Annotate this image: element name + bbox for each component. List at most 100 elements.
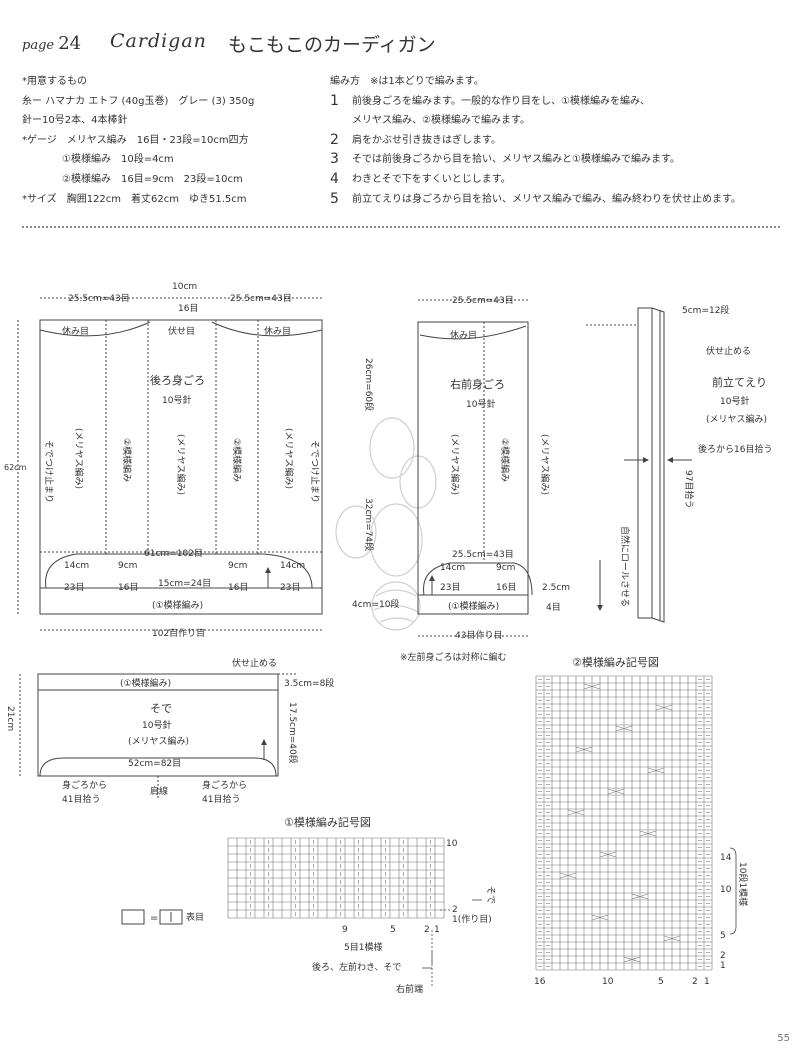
svg-text:9cm: 9cm — [118, 561, 137, 571]
svg-text:16目: 16目 — [178, 303, 198, 314]
svg-text:(メリヤス編み): (メリヤス編み) — [449, 434, 461, 495]
chart2-labels: 14 10 5 2 1 16 10 5 2 1 10段1模様 — [534, 853, 749, 987]
svg-text:16目: 16目 — [118, 582, 138, 593]
svg-text:62cm: 62cm — [4, 463, 27, 472]
svg-text:(①模様編み): (①模様編み) — [448, 600, 499, 612]
sleeve-labels: 伏せ止める (①模様編み) 3.5cm=8段 そで 10号針 (メリヤス編み) … — [5, 657, 334, 805]
cable-cross-symbol — [663, 935, 681, 942]
page-prefix: page — [22, 38, 55, 53]
svg-text:3.5cm=8段: 3.5cm=8段 — [284, 677, 334, 689]
back-body-labels: 25.5cm=43目 10cm 16目 25.5cm=43目 休み目 伏せ目 休… — [4, 282, 305, 639]
svg-text:16目: 16目 — [496, 582, 516, 593]
cable-cross-symbol — [655, 704, 673, 711]
svg-text:25.5cm=43目: 25.5cm=43目 — [452, 549, 514, 560]
svg-text:1: 1 — [434, 925, 440, 935]
svg-text:伏せ止める: 伏せ止める — [706, 345, 751, 357]
svg-text:休み目: 休み目 — [450, 329, 477, 341]
front-body-labels: 25.5cm=43目 休み目 右前身ごろ 10号針 25.5cm=43目 14c… — [352, 295, 570, 663]
svg-text:②模様編み記号図: ②模様編み記号図 — [572, 655, 659, 669]
cable-cross-symbol — [599, 851, 617, 858]
svg-text:14: 14 — [720, 853, 732, 863]
title-english: Cardigan — [110, 30, 207, 52]
chart1-grid — [227, 837, 445, 919]
svg-text:=: = — [150, 913, 158, 924]
svg-text:そでつけ止まり: そでつけ止まり — [43, 440, 55, 503]
svg-text:5cm=12段: 5cm=12段 — [682, 304, 729, 316]
svg-text:43目作り目: 43目作り目 — [455, 629, 502, 641]
svg-text:(①模様編み): (①模様編み) — [152, 599, 203, 611]
cable-cross-symbol — [575, 746, 593, 753]
svg-text:2: 2 — [452, 905, 458, 915]
svg-text:32cm=74段: 32cm=74段 — [363, 498, 375, 551]
materials-line: *ゲージ メリヤス編み 16目・23段=10cm四方 — [22, 134, 249, 146]
svg-text:4目: 4目 — [546, 602, 561, 613]
svg-text:②模様編み: ②模様編み — [121, 438, 133, 482]
svg-text:23目: 23目 — [280, 582, 300, 593]
svg-text:(メリヤス編み): (メリヤス編み) — [128, 735, 189, 747]
svg-text:9: 9 — [342, 925, 348, 935]
svg-text:9cm: 9cm — [496, 563, 515, 573]
svg-text:41目拾う: 41目拾う — [202, 793, 240, 805]
svg-text:そで: そで — [485, 886, 496, 904]
cactus-yarn-illustration — [335, 417, 437, 631]
svg-text:25.5cm=43目: 25.5cm=43目 — [68, 293, 130, 304]
svg-text:身ごろから: 身ごろから — [202, 779, 247, 791]
svg-text:2.5cm: 2.5cm — [542, 583, 570, 593]
svg-text:(メリヤス編み): (メリヤス編み) — [539, 434, 551, 495]
chart1-labels: 10 2 1(作り目) そで 9 5 2 1 5目1模様 後ろ、左前わき、そで … — [186, 839, 496, 995]
title-japanese: もこもこのカーディガン — [228, 34, 436, 56]
sleeve-diagram — [19, 673, 296, 800]
svg-text:伏せ目: 伏せ目 — [168, 325, 195, 337]
method-heading: 編み方 ※は1本どりで編みます。 — [330, 76, 484, 87]
svg-text:①模様編み記号図: ①模様編み記号図 — [284, 815, 371, 829]
svg-text:1(作り目): 1(作り目) — [452, 913, 492, 925]
svg-text:14cm: 14cm — [280, 561, 305, 571]
cable-cross-symbol — [631, 893, 649, 900]
svg-text:②模様編み: ②模様編み — [499, 438, 511, 482]
svg-text:14cm: 14cm — [440, 563, 465, 573]
svg-text:休み目: 休み目 — [264, 325, 291, 337]
svg-text:後ろから16目拾う: 後ろから16目拾う — [698, 443, 772, 455]
cable-cross-symbol — [639, 830, 657, 837]
svg-text:14cm: 14cm — [64, 561, 89, 571]
svg-text:97目拾う: 97目拾う — [683, 470, 695, 508]
svg-text:61cm=102目: 61cm=102目 — [144, 548, 203, 559]
svg-text:5目1模様: 5目1模様 — [344, 941, 382, 953]
svg-text:(メリヤス編み): (メリヤス編み) — [706, 413, 767, 425]
svg-text:25.5cm=43目: 25.5cm=43目 — [452, 295, 514, 306]
back-column-labels: (メリヤス編み) ②模様編み (メリヤス編み) ②模様編み (メリヤス編み) そ… — [43, 428, 321, 503]
svg-text:4cm=10段: 4cm=10段 — [352, 598, 399, 610]
svg-text:5: 5 — [658, 977, 664, 987]
materials-block: *用意するもの 糸ー ハマナカ エトフ (40g玉巻) グレー (3) 350g… — [22, 72, 322, 209]
svg-text:※左前身ごろは対称に編む: ※左前身ごろは対称に編む — [400, 651, 507, 663]
svg-text:前立てえり: 前立てえり — [712, 375, 767, 389]
cable-cross-symbol — [607, 788, 625, 795]
cable-cross-symbol — [623, 956, 641, 963]
svg-text:身ごろから: 身ごろから — [62, 779, 107, 791]
chart2-repeat-bracket — [729, 847, 737, 935]
cable-cross-symbol — [583, 683, 601, 690]
svg-text:102目作り目: 102目作り目 — [152, 627, 205, 639]
svg-text:1: 1 — [704, 977, 710, 987]
chart2-grid — [535, 675, 713, 971]
materials-line: *サイズ 胸囲122cm 着丈62cm ゆき51.5cm — [22, 193, 247, 205]
cable-cross-symbol — [615, 725, 633, 732]
svg-text:右前身ごろ: 右前身ごろ — [450, 377, 505, 391]
svg-text:(①模様編み): (①模様編み) — [120, 677, 171, 689]
svg-text:21cm: 21cm — [5, 706, 15, 731]
svg-text:15cm=24目: 15cm=24目 — [158, 578, 211, 589]
svg-text:伏せ止める: 伏せ止める — [232, 657, 277, 669]
svg-text:10号針: 10号針 — [162, 394, 191, 406]
cable-cross-symbol — [559, 872, 577, 879]
svg-text:10cm: 10cm — [172, 282, 197, 292]
method-step: メリヤス編み、②模様編みで編みます。 — [352, 115, 530, 127]
svg-text:10: 10 — [602, 977, 614, 987]
chart2-title: ②模様編み記号図 — [572, 655, 659, 669]
page-number-top: 24 — [58, 33, 82, 54]
front-band-labels: 5cm=12段 伏せ止める 前立てえり 10号針 (メリヤス編み) 後ろから16… — [619, 304, 772, 607]
